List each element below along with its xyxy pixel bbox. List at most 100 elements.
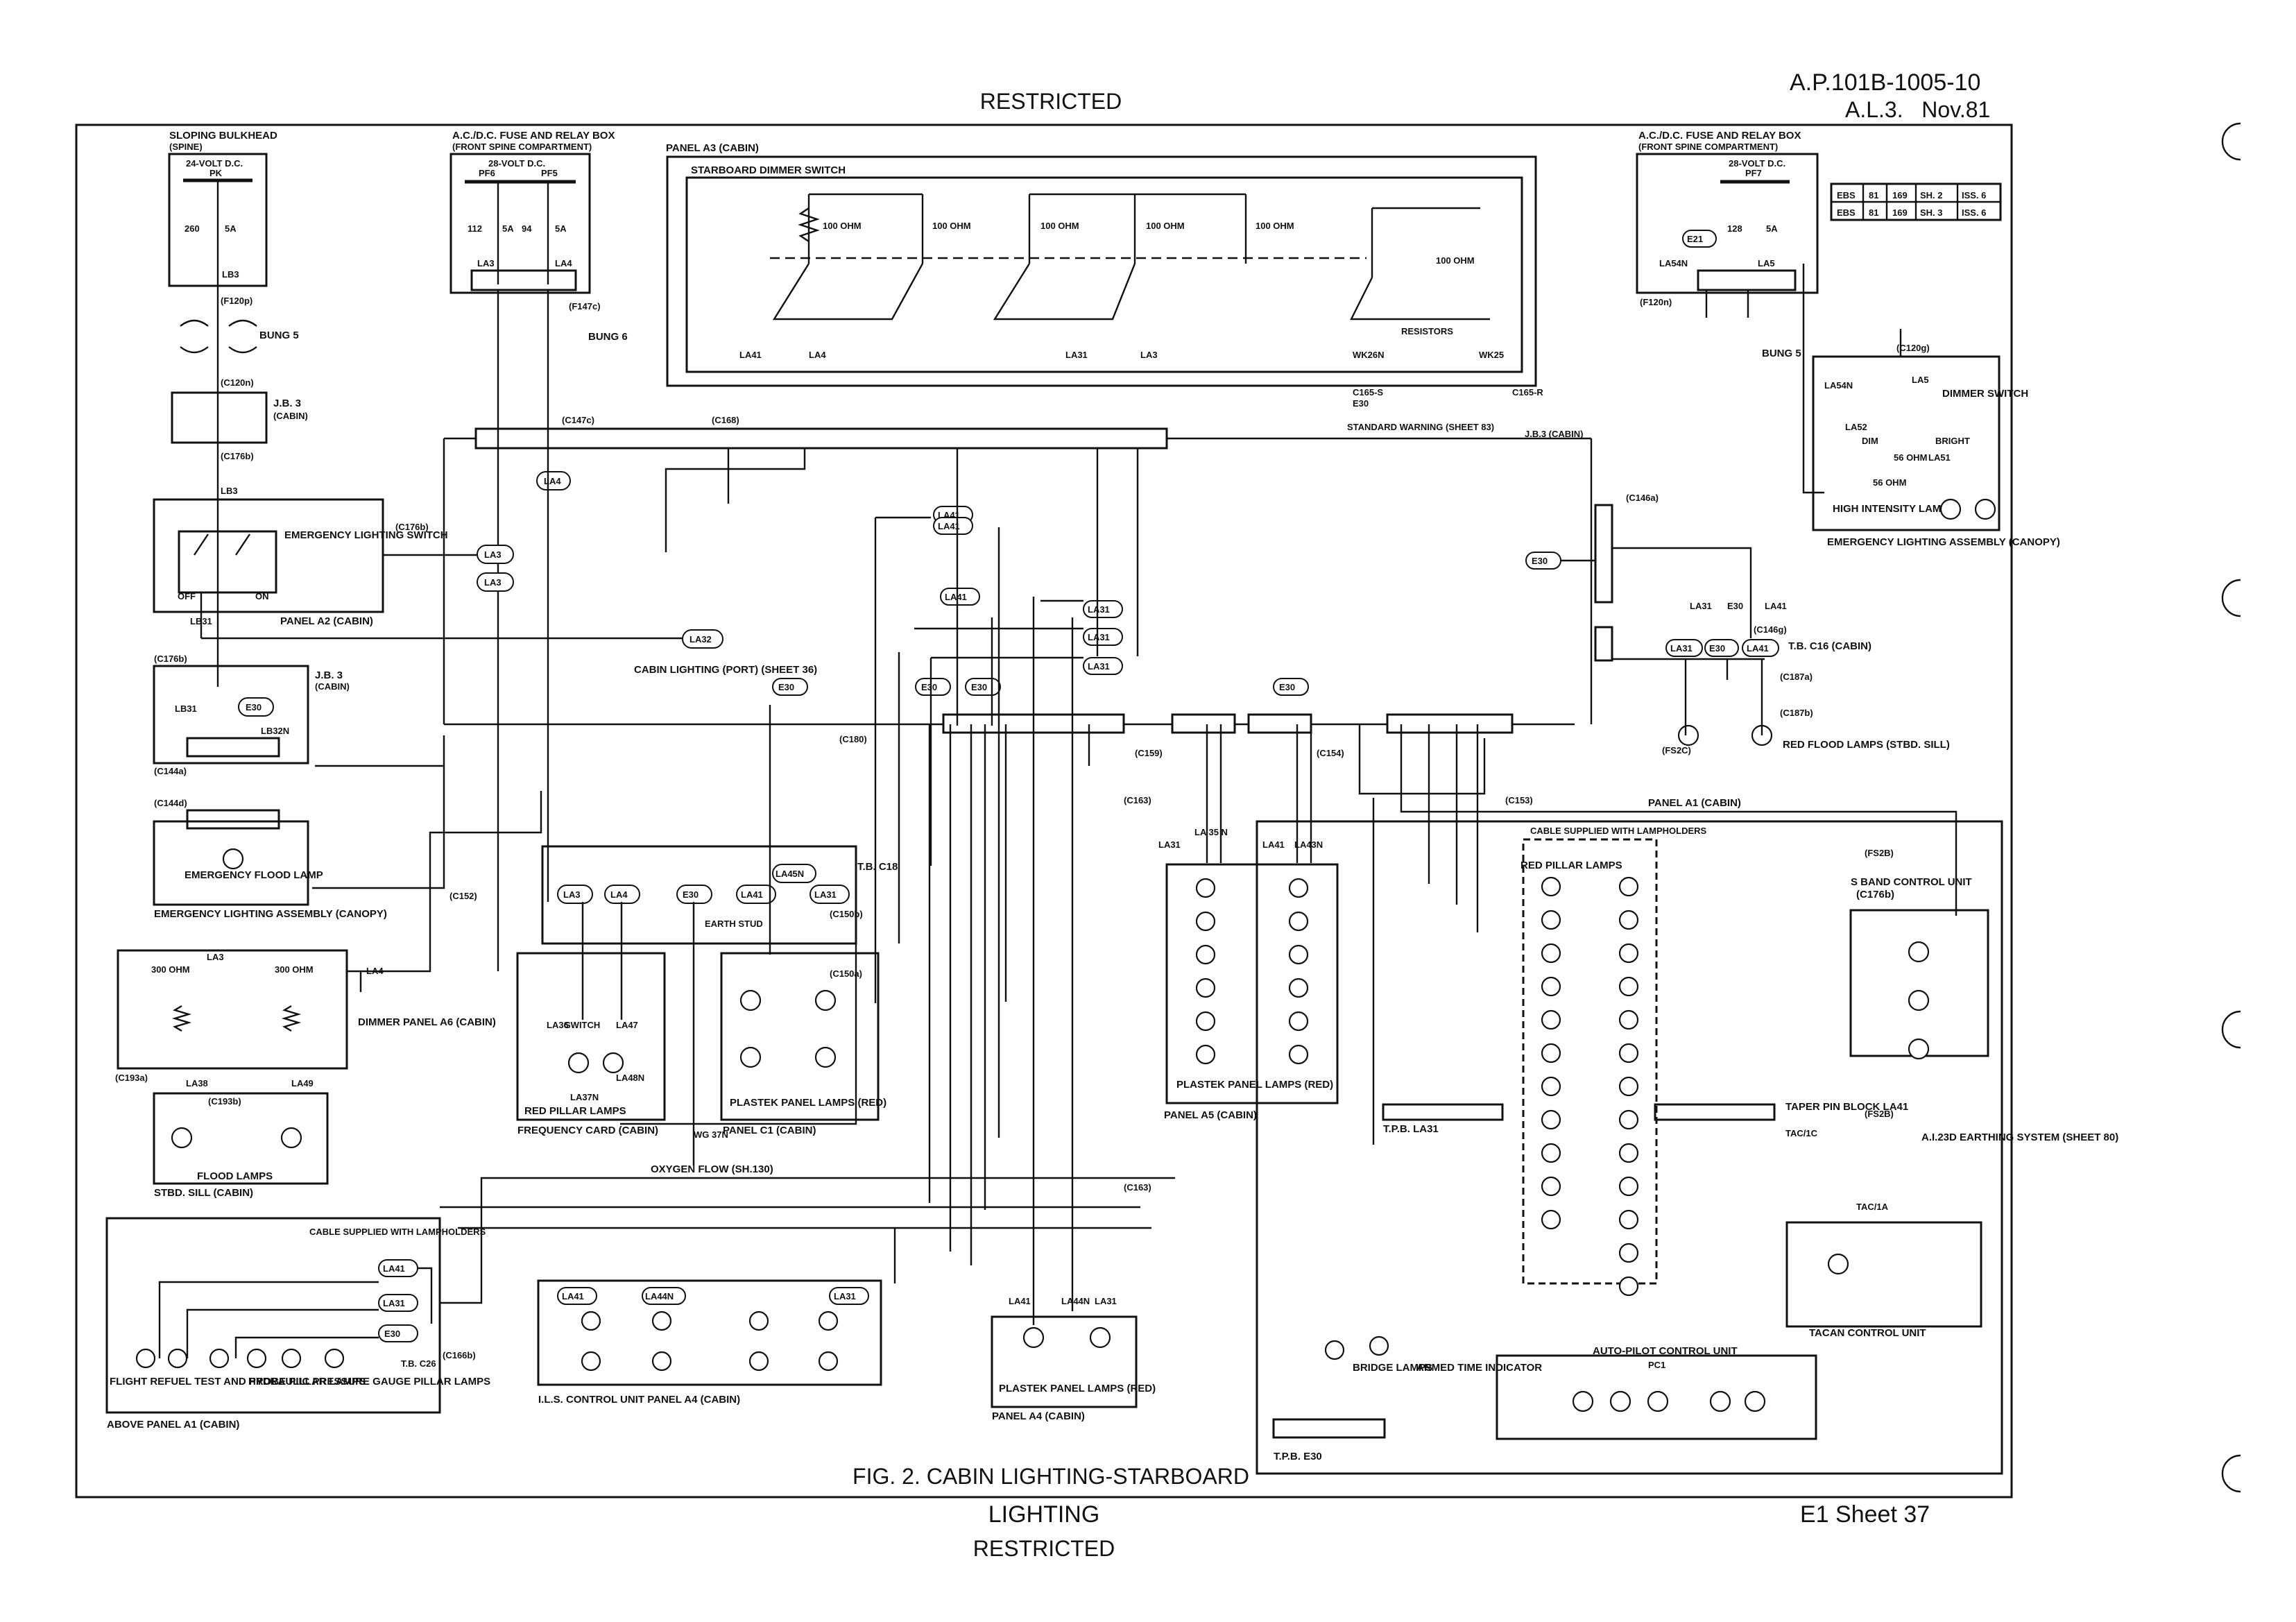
svg-text:RED PILLAR LAMPS: RED PILLAR LAMPS xyxy=(1520,860,1622,871)
svg-text:(FS2B): (FS2B) xyxy=(1865,848,1894,858)
wire-tag: LA4 xyxy=(610,889,628,900)
svg-text:CABLE SUPPLIED WITH LAMPHOLDER: CABLE SUPPLIED WITH LAMPHOLDERS xyxy=(309,1227,486,1237)
svg-text:STARBOARD DIMMER SWITCH: STARBOARD DIMMER SWITCH xyxy=(691,164,846,176)
svg-text:(C176b): (C176b) xyxy=(1856,889,1894,900)
wire-tag: LA41 xyxy=(562,1291,584,1301)
wire-tag: LA41 xyxy=(383,1263,405,1274)
svg-text:TACAN CONTROL UNIT: TACAN CONTROL UNIT xyxy=(1809,1327,1926,1339)
interconnect-wiring xyxy=(312,264,1957,1283)
svg-text:LB31: LB31 xyxy=(175,703,197,714)
wire-tag: LA3 xyxy=(484,577,502,588)
svg-text:FREQUENCY CARD (CABIN): FREQUENCY CARD (CABIN) xyxy=(517,1125,658,1136)
svg-text:(F147c): (F147c) xyxy=(569,301,601,311)
svg-text:100 OHM: 100 OHM xyxy=(823,221,862,231)
figure-title: FIG. 2. CABIN LIGHTING-STARBOARD xyxy=(853,1464,1249,1489)
svg-text:LA47: LA47 xyxy=(616,1020,638,1030)
svg-text:TAPER PIN BLOCK LA41: TAPER PIN BLOCK LA41 xyxy=(1785,1101,1908,1113)
wire-tag: LA31 xyxy=(1088,632,1110,642)
svg-text:(C150b): (C150b) xyxy=(830,909,863,919)
fuse-relay-box-left: A.C./D.C. FUSE AND RELAY BOX (FRONT SPIN… xyxy=(449,130,628,944)
ref-cell: 169 xyxy=(1892,190,1908,200)
svg-text:24-VOLT D.C.: 24-VOLT D.C. xyxy=(186,158,243,169)
svg-text:STBD. SILL (CABIN): STBD. SILL (CABIN) xyxy=(154,1187,253,1199)
sheet-number: E1 Sheet 37 xyxy=(1800,1501,1930,1528)
svg-text:94: 94 xyxy=(522,223,532,234)
svg-text:100 OHM: 100 OHM xyxy=(1436,255,1475,266)
svg-text:S BAND CONTROL UNIT: S BAND CONTROL UNIT xyxy=(1851,876,1972,888)
svg-text:EMERGENCY LIGHTING ASSEMBLY (C: EMERGENCY LIGHTING ASSEMBLY (CANOPY) xyxy=(1827,536,2060,548)
svg-text:T.B. C26: T.B. C26 xyxy=(401,1358,436,1369)
svg-text:WK26N: WK26N xyxy=(1353,350,1385,360)
svg-text:(C163): (C163) xyxy=(1124,1182,1151,1193)
svg-text:(C144a): (C144a) xyxy=(154,766,187,776)
wire-tag: LA3 xyxy=(484,549,502,560)
svg-text:PLASTEK PANEL LAMPS (RED): PLASTEK PANEL LAMPS (RED) xyxy=(730,1097,886,1109)
svg-text:TAC/1A: TAC/1A xyxy=(1856,1202,1889,1212)
svg-text:HYDRAULIC PRESSURE GAUGE PILLA: HYDRAULIC PRESSURE GAUGE PILLAR LAMPS xyxy=(248,1376,490,1388)
svg-text:LA5: LA5 xyxy=(1912,375,1929,385)
svg-text:LA51: LA51 xyxy=(1928,452,1951,463)
classification-top: RESTRICTED xyxy=(979,89,1122,114)
svg-text:T.P.B. E30: T.P.B. E30 xyxy=(1274,1451,1322,1462)
svg-text:PC1: PC1 xyxy=(1648,1360,1665,1370)
svg-text:(CABIN): (CABIN) xyxy=(315,681,350,692)
svg-text:(C159): (C159) xyxy=(1135,748,1163,758)
wire-tag: LA31 xyxy=(1670,643,1693,654)
svg-text:260: 260 xyxy=(185,223,200,234)
wire-tag: LA41 xyxy=(945,592,967,602)
svg-text:(SPINE): (SPINE) xyxy=(169,142,203,152)
svg-text:5A: 5A xyxy=(1766,223,1778,234)
wire-tag: LA41 xyxy=(938,521,960,531)
svg-text:(FS2C): (FS2C) xyxy=(1662,745,1691,755)
sloping-bulkhead-fuse: SLOPING BULKHEAD (SPINE) 24-VOLT D.C. PK… xyxy=(168,130,299,687)
svg-text:LA3: LA3 xyxy=(477,258,495,268)
svg-text:300 OHM: 300 OHM xyxy=(275,964,314,975)
svg-text:(FS2B): (FS2B) xyxy=(1865,1109,1894,1119)
svg-text:LA52: LA52 xyxy=(1845,422,1867,432)
dimmer-panel-a6: LA3 300 OHM 300 OHM LA4 DIMMER PANEL A6 … xyxy=(115,949,496,1199)
svg-text:28-VOLT D.C.: 28-VOLT D.C. xyxy=(1729,158,1785,169)
svg-text:(C150a): (C150a) xyxy=(830,968,862,979)
svg-text:J.B.3 (CABIN): J.B.3 (CABIN) xyxy=(1525,429,1584,439)
section-title: LIGHTING xyxy=(988,1501,1100,1528)
svg-text:(CABIN): (CABIN) xyxy=(273,411,308,421)
svg-text:LA54N: LA54N xyxy=(1824,380,1853,391)
svg-text:EMERGENCY LIGHTING SWITCH: EMERGENCY LIGHTING SWITCH xyxy=(284,529,448,541)
svg-text:T.P.B. LA31: T.P.B. LA31 xyxy=(1383,1123,1439,1135)
svg-text:PANEL A3 (CABIN): PANEL A3 (CABIN) xyxy=(666,142,759,154)
wire-tag: E30 xyxy=(971,682,987,692)
svg-text:PANEL A4 (CABIN): PANEL A4 (CABIN) xyxy=(992,1410,1085,1422)
wire-tag: LA41 xyxy=(1747,643,1769,654)
wire-tag: LA4 xyxy=(544,476,561,486)
wire-tag: LA32 xyxy=(689,634,712,644)
svg-text:CABIN LIGHTING (PORT) (SHEET 3: CABIN LIGHTING (PORT) (SHEET 36) xyxy=(634,664,817,676)
svg-text:(FRONT SPINE COMPARTMENT): (FRONT SPINE COMPARTMENT) xyxy=(1638,142,1778,152)
svg-text:PF7: PF7 xyxy=(1745,168,1762,178)
junction-box-jb3: (C120n) J.B. 3 (CABIN) (C176b) LB3 xyxy=(171,377,308,496)
svg-text:A.I.23D EARTHING SYSTEM (SHEET: A.I.23D EARTHING SYSTEM (SHEET 80) xyxy=(1921,1132,2118,1143)
above-panel-a1: CABLE SUPPLIED WITH LAMPHOLDERS LA41 LA3… xyxy=(105,1177,1175,1431)
svg-text:LA31: LA31 xyxy=(1065,350,1088,360)
wire-tag: E30 xyxy=(1709,643,1725,654)
svg-text:LA37N: LA37N xyxy=(570,1092,599,1102)
svg-text:PF5: PF5 xyxy=(541,168,558,178)
wire-tag: E30 xyxy=(1532,556,1548,566)
svg-text:WG 37N: WG 37N xyxy=(694,1129,728,1140)
emergency-flood-assembly: (C176b) J.B. 3 (CABIN) E30 LB31 LB32N (C… xyxy=(153,654,477,920)
svg-text:C165-R: C165-R xyxy=(1512,387,1543,398)
svg-text:(C166b): (C166b) xyxy=(443,1350,476,1360)
ref-cell: 81 xyxy=(1869,190,1878,200)
svg-text:LA 35 N: LA 35 N xyxy=(1194,827,1228,837)
svg-text:112: 112 xyxy=(468,223,482,234)
svg-text:LA41: LA41 xyxy=(739,350,762,360)
ils-and-panel-a4: LA41 LA44N LA31 I.L.S. CONTROL UNIT PANE… xyxy=(537,1279,1156,1422)
svg-text:LA36: LA36 xyxy=(547,1020,569,1030)
svg-text:LA4: LA4 xyxy=(555,258,572,268)
svg-text:(C144d): (C144d) xyxy=(154,798,187,808)
svg-text:LA3: LA3 xyxy=(1140,350,1158,360)
diagram-frame xyxy=(75,123,2013,1499)
ref-cell: ISS. 6 xyxy=(1962,190,1986,200)
svg-text:TAC/1C: TAC/1C xyxy=(1785,1128,1818,1138)
wire-tag: LA45N xyxy=(776,869,804,879)
